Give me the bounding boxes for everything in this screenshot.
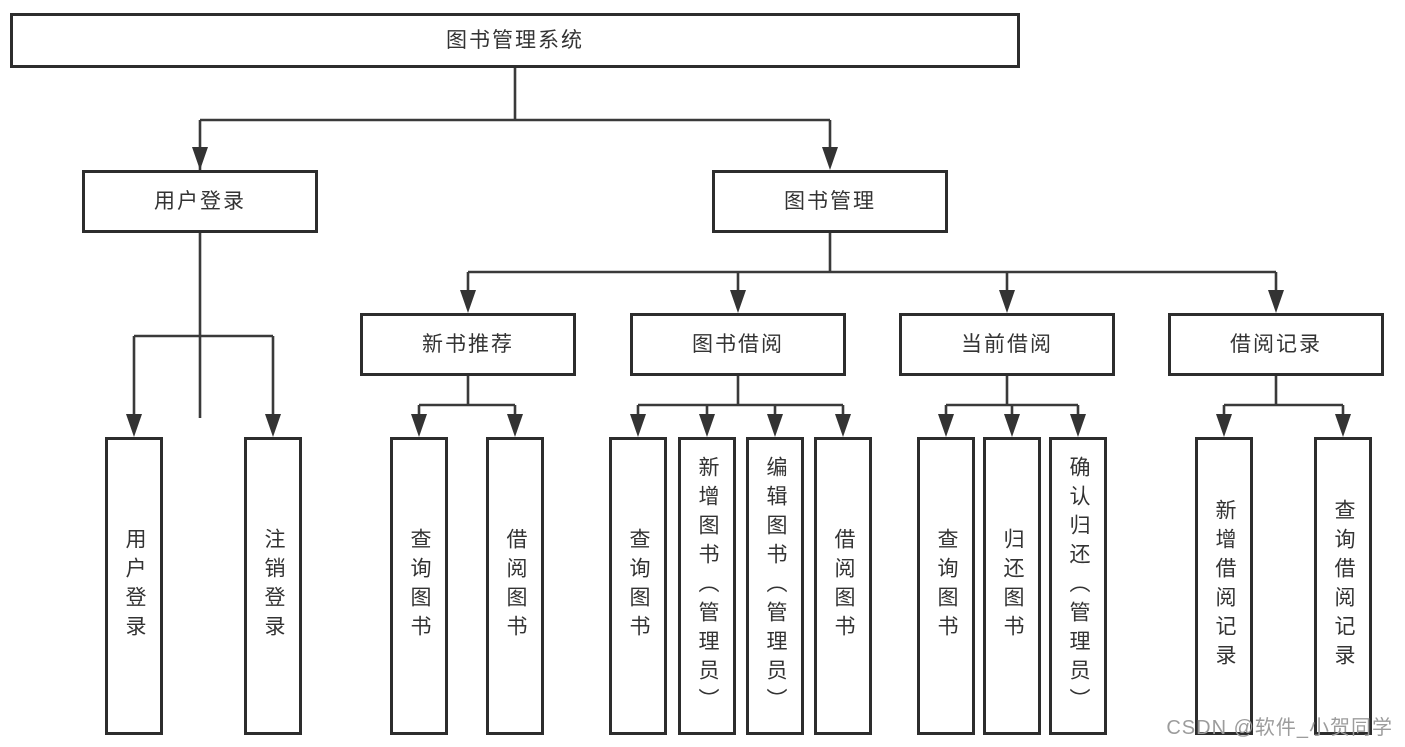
node-label: 当前借阅: [961, 333, 1053, 356]
arrowhead-icons: [126, 147, 1351, 437]
node-new-book-recommendation: 新书推荐: [360, 313, 576, 376]
node-label: 用户登录: [123, 528, 146, 644]
node-leaf-query-borrow-record: 查询借阅记录: [1314, 437, 1372, 735]
node-label: 归还图书: [1001, 528, 1024, 644]
node-user-login: 用户登录: [82, 170, 318, 233]
node-leaf-user-login: 用户登录: [105, 437, 163, 735]
node-leaf-query-books-borrow: 查询图书: [609, 437, 667, 735]
node-label: 确认归还（管理员）: [1067, 455, 1090, 717]
node-label: 新增借阅记录: [1213, 499, 1236, 673]
node-leaf-borrow-books: 借阅图书: [814, 437, 872, 735]
node-label: 借阅图书: [504, 528, 527, 644]
node-library-management-system: 图书管理系统: [10, 13, 1020, 68]
node-leaf-confirm-return-admin: 确认归还（管理员）: [1049, 437, 1107, 735]
node-label: 图书借阅: [692, 333, 784, 356]
node-label: 新增图书（管理员）: [696, 455, 719, 717]
node-leaf-add-book-admin: 新增图书（管理员）: [678, 437, 736, 735]
node-label: 编辑图书（管理员）: [764, 455, 787, 717]
node-leaf-query-books-rec: 查询图书: [390, 437, 448, 735]
node-book-borrowing: 图书借阅: [630, 313, 846, 376]
node-label: 查询借阅记录: [1332, 499, 1355, 673]
node-label: 新书推荐: [422, 333, 514, 356]
node-label: 查询图书: [627, 528, 650, 644]
node-leaf-edit-book-admin: 编辑图书（管理员）: [746, 437, 804, 735]
node-borrowing-records: 借阅记录: [1168, 313, 1384, 376]
node-label: 借阅记录: [1230, 333, 1322, 356]
node-label: 注销登录: [262, 528, 285, 644]
node-leaf-logout: 注销登录: [244, 437, 302, 735]
node-label: 图书管理系统: [446, 29, 584, 52]
csdn-watermark: CSDN @软件_小贺同学: [1166, 717, 1393, 739]
node-label: 查询图书: [935, 528, 958, 644]
node-label: 图书管理: [784, 190, 876, 213]
node-label: 用户登录: [154, 190, 246, 213]
node-current-borrowing: 当前借阅: [899, 313, 1115, 376]
node-label: 借阅图书: [832, 528, 855, 644]
node-label: 查询图书: [408, 528, 431, 644]
node-book-management: 图书管理: [712, 170, 948, 233]
node-leaf-borrow-books-rec: 借阅图书: [486, 437, 544, 735]
node-leaf-query-books-current: 查询图书: [917, 437, 975, 735]
connector-paths: [132, 68, 1345, 420]
node-leaf-add-borrow-record: 新增借阅记录: [1195, 437, 1253, 735]
node-leaf-return-book: 归还图书: [983, 437, 1041, 735]
